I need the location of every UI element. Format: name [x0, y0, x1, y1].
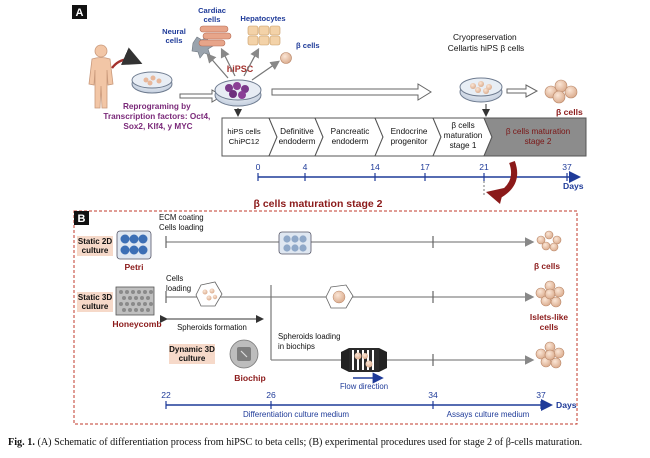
beta-cells-small-label: β cells [296, 41, 320, 50]
row1-plate-icon [278, 231, 312, 255]
static3d-box [77, 292, 113, 312]
differentiation-medium-label: Differentiation culture medium [243, 410, 349, 419]
reprogramming-dish-icon [131, 71, 173, 94]
beta-cell-cluster-a-icon [544, 79, 578, 104]
cryo-to-beta-arrow [506, 84, 539, 98]
panel-a-label-box [72, 5, 87, 19]
connector-arrowhead [486, 188, 504, 204]
tick-a-17: 17 [420, 162, 430, 172]
flow-direction-label: Flow direction [340, 382, 388, 391]
tick-b-34: 34 [428, 390, 438, 400]
timeline-b: 22 26 34 37 Days Differentiation culture… [161, 390, 577, 419]
tick-a-37: 37 [562, 162, 572, 172]
tick-b-22: 22 [161, 390, 171, 400]
petri-plate-icon [116, 230, 152, 260]
reprogramming-text: Reprograming by Transcription factors: O… [103, 102, 212, 131]
honeycomb-label: Honeycomb [112, 319, 161, 329]
caption-text: (A) Schematic of differentiation process… [37, 437, 583, 448]
dynamic3d-box [169, 344, 215, 364]
assays-medium-label: Assays culture medium [447, 410, 530, 419]
panel-b-title: β cells maturation stage 2 [254, 198, 383, 210]
row3-islet-cluster-icon [535, 341, 565, 369]
spheroids-formation-label: Spheroids formation [177, 323, 247, 332]
tick-a-4: 4 [303, 162, 308, 172]
row1-result-label: β cells [534, 261, 560, 271]
cryo-dish-icon [459, 77, 503, 103]
honeycomb-icon [115, 286, 155, 316]
human-figure-icon [88, 44, 114, 109]
static2d-box [77, 236, 113, 256]
panel-a: A Reprograming by Transcription factors:… [72, 5, 587, 204]
row2-islet-cluster-icon [535, 280, 565, 308]
timeline-a: 0 4 14 17 21 37 Days [256, 162, 584, 191]
figure-caption: Fig. 1. (A) Schematic of differentiation… [8, 437, 646, 448]
caption-label: Fig. 1. [8, 437, 35, 448]
hipsc-dish-icon [214, 79, 262, 107]
biochip-flow-icon [341, 348, 387, 372]
hepatocytes-label: Hepatocytes [240, 14, 285, 23]
days-label-a: Days [563, 181, 584, 191]
tick-a-0: 0 [256, 162, 261, 172]
panel-a-label: A [76, 7, 84, 19]
biopsy-arrow [111, 47, 143, 69]
beta-cell-small-icon [280, 52, 292, 64]
spheroid-well-icon [195, 281, 223, 307]
biochip-label: Biochip [234, 373, 266, 383]
figure-canvas: A Reprograming by Transcription factors:… [72, 5, 587, 425]
petri-label: Petri [124, 262, 143, 272]
panel-b-label-box [74, 211, 89, 225]
days-label-b: Days [556, 400, 577, 410]
tick-b-26: 26 [266, 390, 276, 400]
hepatocyte-icon [247, 25, 281, 46]
panel-b-label: B [78, 213, 86, 225]
long-process-arrow [271, 83, 432, 101]
spheroid-mid-icon [325, 284, 354, 309]
cardiac-cell-icon [198, 25, 232, 47]
tick-a-21: 21 [479, 162, 489, 172]
cryopreservation-text: Cryopreservation Cellartis hiPS β cells [448, 32, 525, 53]
stage-chevrons [221, 117, 587, 157]
row1-beta-cluster-icon [536, 230, 562, 252]
stage-maturation-2 [483, 117, 587, 157]
beta-cells-a-label: β cells [556, 107, 583, 117]
panel-b-frame [73, 210, 578, 425]
hipsc-label: hiPSC [227, 64, 254, 74]
tick-a-14: 14 [370, 162, 380, 172]
biochip-icon [229, 339, 259, 369]
differentiation-arrows [206, 47, 280, 81]
tick-b-37: 37 [536, 390, 546, 400]
